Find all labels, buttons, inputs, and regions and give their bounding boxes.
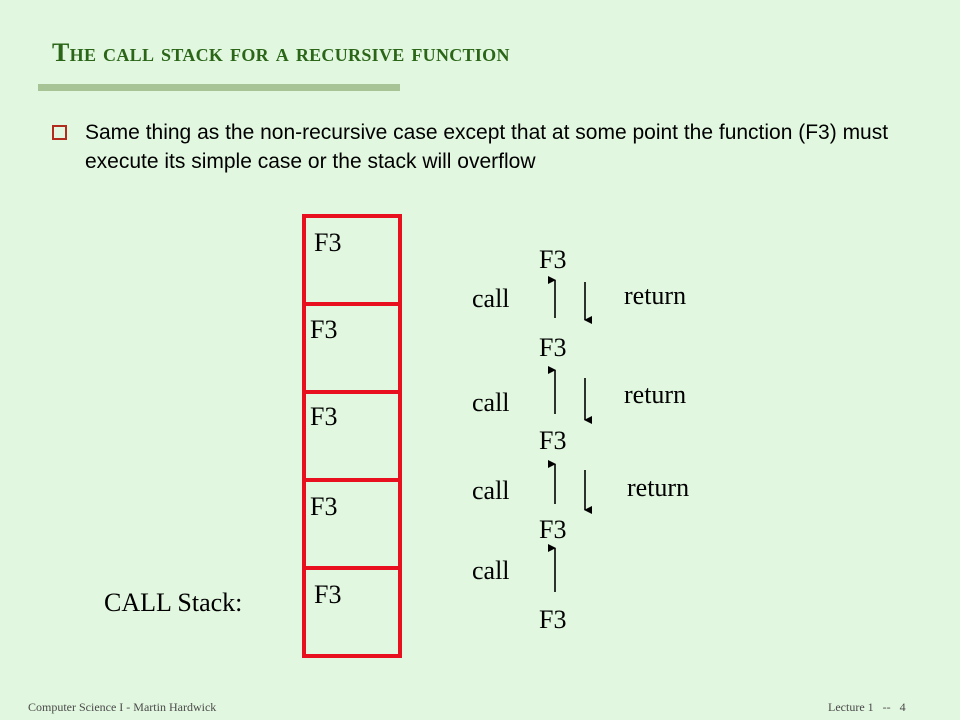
bullet-item: Same thing as the non-recursive case exc… bbox=[52, 118, 932, 176]
slide-title: The call stack for a recursive function bbox=[52, 38, 510, 67]
footer-page: Lecture 1 -- 4 bbox=[828, 700, 906, 714]
call-label: call bbox=[472, 388, 510, 417]
call-label: call bbox=[472, 476, 510, 505]
chain-node: F3 bbox=[539, 605, 566, 634]
chain-node: F3 bbox=[539, 515, 566, 544]
footer-course: Computer Science I - Martin Hardwick bbox=[28, 700, 217, 714]
return-label: return bbox=[627, 473, 689, 502]
chain-node: F3 bbox=[539, 426, 566, 455]
stack-frame-label: F3 bbox=[310, 315, 337, 344]
bullet-text: Same thing as the non-recursive case exc… bbox=[85, 121, 889, 173]
call-label: call bbox=[472, 556, 510, 585]
stack-frame-label: F3 bbox=[314, 580, 341, 609]
chain-node: F3 bbox=[539, 333, 566, 362]
stack-frame-label: F3 bbox=[310, 402, 337, 431]
call-label: call bbox=[472, 284, 510, 313]
return-label: return bbox=[624, 281, 686, 310]
return-label: return bbox=[624, 380, 686, 409]
stack-frame-label: F3 bbox=[310, 492, 337, 521]
checkbox-bullet-icon bbox=[52, 125, 67, 140]
chain-node: F3 bbox=[539, 245, 566, 274]
stack-frame-label: F3 bbox=[314, 228, 341, 257]
stack-frame-5 bbox=[302, 566, 402, 658]
stack-label: CALL Stack: bbox=[104, 588, 242, 617]
title-underline bbox=[38, 84, 400, 91]
